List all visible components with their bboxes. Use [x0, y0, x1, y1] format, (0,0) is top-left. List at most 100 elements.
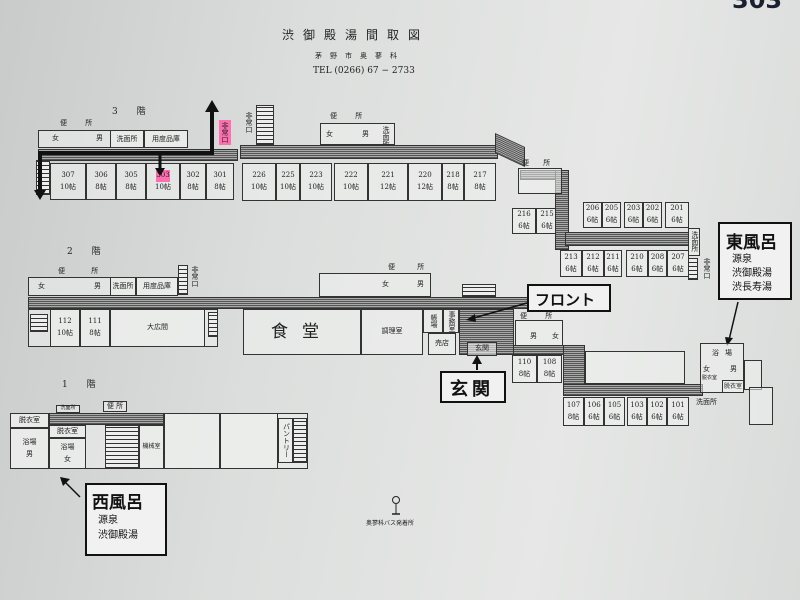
center-men: 男 — [417, 280, 424, 288]
room-number: 212 — [586, 252, 600, 261]
room-size: 10帖 — [280, 183, 296, 191]
room-size: 6帖 — [631, 264, 643, 273]
center-stairs — [462, 284, 496, 297]
room-number: 105 — [607, 400, 622, 409]
pantry: パントリー — [278, 418, 293, 463]
changing-men: 脱衣室 — [10, 413, 49, 428]
room-number: 220 — [418, 171, 432, 180]
entrance-callout: 玄関 — [440, 371, 506, 403]
room-size: 6帖 — [587, 264, 599, 273]
west-bath-callout: 西風呂 源泉渋御殿湯 — [85, 483, 167, 556]
floor2e-toilet2 — [518, 168, 562, 194]
room-size: 6帖 — [646, 216, 659, 224]
floor3-emergency-exit: 非常口 — [219, 120, 231, 145]
floor1-label: 1 階 — [62, 380, 104, 390]
room-number: 226 — [252, 171, 266, 180]
room-size: 10帖 — [343, 183, 359, 191]
east-bath-women: 女 — [703, 365, 710, 373]
room-number: 303 — [156, 169, 170, 182]
floor3-label: 3 階 — [112, 107, 154, 117]
floor2e-toilet-label: 便 所 — [330, 112, 371, 120]
floor2w-women: 女 — [38, 282, 45, 290]
entrance-room-label: 玄関 — [475, 344, 489, 353]
room-number: 216 — [517, 210, 531, 219]
east-bath-title: 東風呂 — [726, 233, 777, 253]
room-size: 10帖 — [308, 183, 324, 191]
room-number: 103 — [630, 400, 644, 409]
west-toilet: 便 所 — [103, 401, 127, 412]
floor2e-women: 女 — [326, 130, 333, 138]
room-number: 106 — [587, 400, 601, 409]
room-number: 107 — [566, 400, 581, 409]
east1-women: 女 — [552, 332, 559, 340]
room-size: 6帖 — [605, 216, 618, 224]
room-size: 8帖 — [447, 183, 459, 191]
changing-women: 脱衣室 — [49, 425, 86, 438]
floor3-women: 女 — [52, 134, 59, 142]
kitchen-label: 調理室 — [381, 327, 403, 336]
east1-men: 男 — [530, 332, 537, 340]
dining-hall: 食堂 — [243, 309, 361, 355]
west-room-a — [164, 413, 220, 469]
room-number: 305 — [124, 170, 138, 179]
floor2w-hall: 大広間 — [110, 309, 205, 347]
office-counter: 帳場 — [423, 309, 443, 333]
floor3-washroom: 洗面所 — [110, 130, 144, 148]
floor2e-exit: 非常口 — [245, 112, 253, 133]
room-size: 12帖 — [380, 183, 396, 191]
bath-men: 浴場男 — [10, 428, 49, 469]
east-bath-label: 浴場 — [712, 349, 738, 357]
west-stairs — [105, 425, 139, 469]
room-size: 6帖 — [631, 412, 643, 421]
room-number: 222 — [344, 171, 358, 180]
room-size: 8帖 — [187, 182, 199, 191]
room-number: 306 — [94, 170, 108, 179]
room-number: 223 — [309, 171, 323, 180]
room-number: 215 — [540, 210, 554, 219]
office-counter-label: 帳場 — [429, 314, 438, 328]
room-number: 208 — [650, 252, 665, 261]
room-number: 112 — [58, 317, 72, 326]
shop-label: 売店 — [435, 339, 449, 348]
east-washroom: 洗面所 — [696, 398, 717, 406]
machine-room: 機械室 — [139, 425, 164, 469]
center-women: 女 — [382, 280, 389, 288]
room-number: 102 — [650, 400, 664, 409]
room-size: 10帖 — [155, 182, 171, 191]
floor2e-exit-stairs — [256, 105, 274, 145]
room-size: 10帖 — [251, 183, 267, 191]
map-title: 渋御殿湯間取図 — [282, 28, 430, 42]
west-room-b — [220, 413, 278, 469]
floor2e-washroom2-label: 洗面所 — [690, 231, 699, 252]
room-number: 301 — [213, 170, 227, 179]
room-number: 213 — [564, 252, 578, 261]
floor2w-supply-room: 用度品庫 — [136, 277, 178, 296]
room-size: 6帖 — [586, 216, 599, 224]
room-number: 202 — [645, 204, 660, 213]
east1-toilet — [515, 320, 563, 346]
room-size: 6帖 — [607, 264, 619, 273]
room-number: 205 — [604, 204, 619, 213]
floor2w-stairs — [30, 314, 48, 332]
east1-rooms-upper — [585, 351, 685, 384]
east-changing-men: 脱衣室 — [722, 380, 744, 393]
bus-stop-label: 奥蓼科バス発着所 — [366, 520, 415, 527]
west-bath-line: 渋御殿湯 — [98, 530, 138, 541]
